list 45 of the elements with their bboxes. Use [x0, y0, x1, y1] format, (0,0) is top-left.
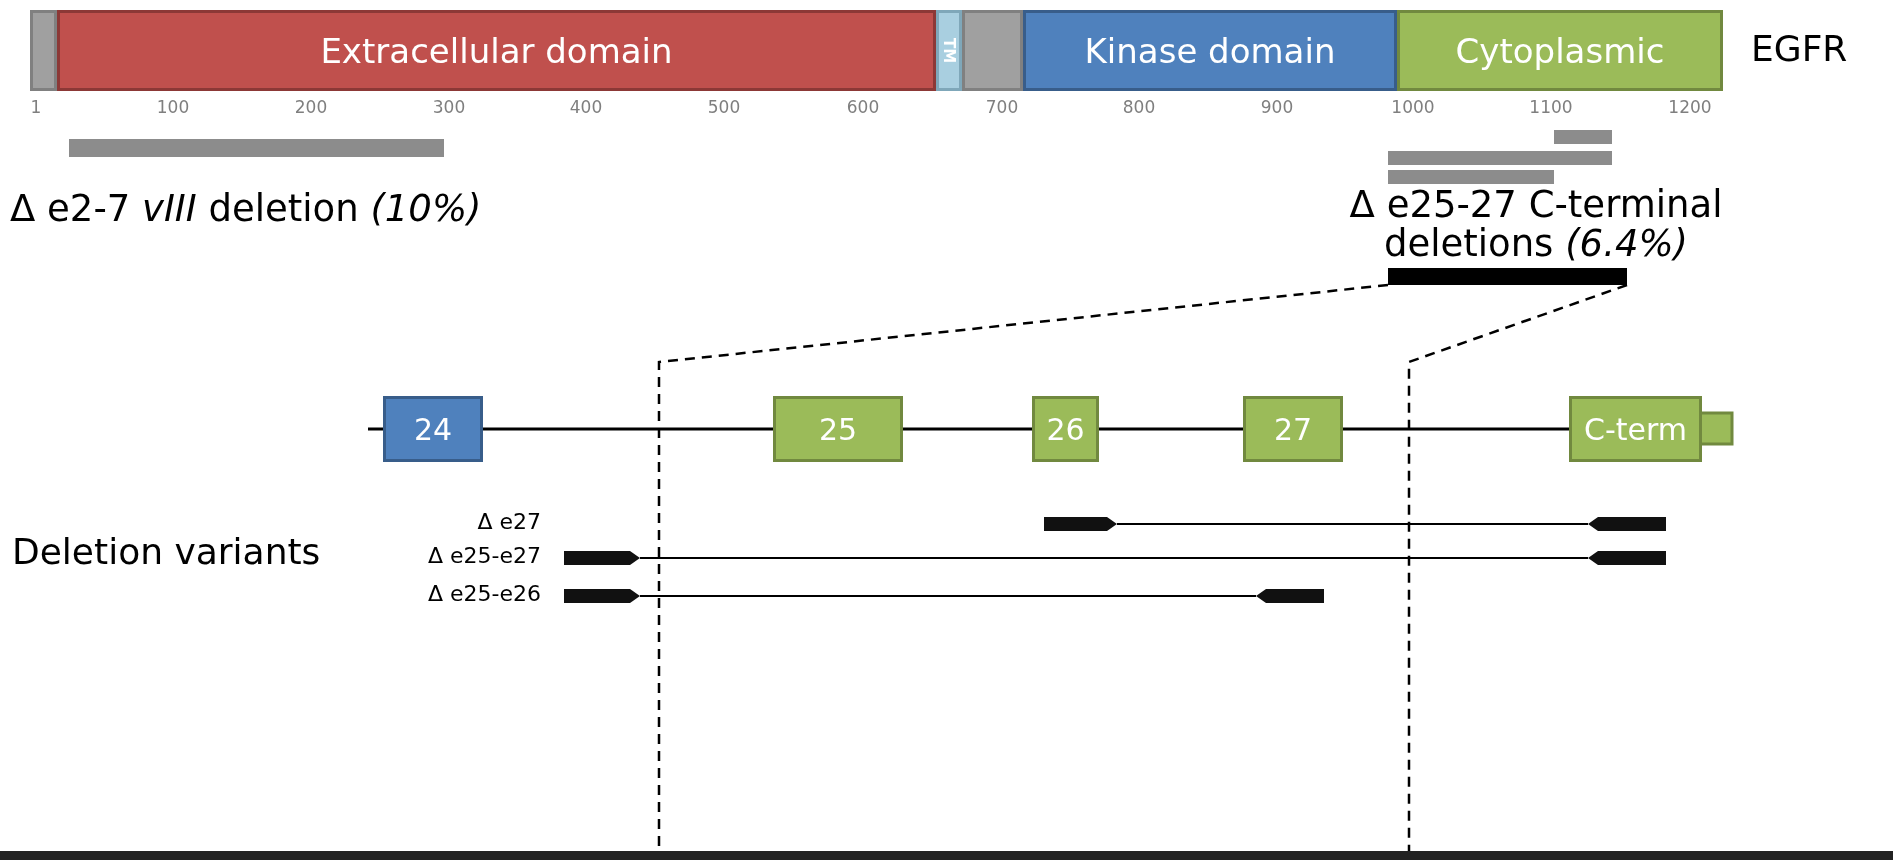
deletion-bar [1554, 130, 1612, 144]
tick-label: 1 [30, 99, 42, 117]
domain-box [936, 10, 962, 91]
protein-segment [962, 10, 1023, 91]
exon-box [1569, 396, 1702, 462]
exon-number: 27 [1273, 411, 1313, 447]
exon-box [1243, 396, 1343, 462]
exon-box [1032, 396, 1099, 462]
exon-box [773, 396, 903, 462]
variant-label: Δ e25-e27 [427, 544, 541, 568]
exon-box [383, 396, 483, 462]
domain-box [1397, 10, 1723, 91]
tick-label: 1200 [1668, 99, 1712, 117]
deletion-bar [1388, 151, 1612, 165]
tick-label: 200 [294, 99, 328, 117]
tick-label: 1000 [1391, 99, 1435, 117]
tick-label: 400 [569, 99, 603, 117]
exon-number: C-term [1584, 411, 1687, 447]
protein-name: EGFR [1751, 30, 1848, 68]
protein-segment [30, 10, 57, 91]
deletion-bar [69, 139, 444, 157]
exon-number: 24 [413, 411, 453, 447]
deletion-caption: Δ e25-27 C-terminal deletions (6.4%) [1348, 186, 1724, 264]
domain-box [57, 10, 936, 91]
tick-label: 900 [1260, 99, 1294, 117]
domain-name: Extracellular domain [320, 30, 673, 71]
tick-label: 700 [985, 99, 1019, 117]
domain-name: TM [940, 37, 958, 64]
tick-label: 500 [707, 99, 741, 117]
group-label: Deletion variants [12, 533, 321, 571]
variant-label: Δ e25-e26 [427, 582, 541, 606]
variant-label: Δ e27 [477, 510, 541, 534]
tick-label: 300 [432, 99, 466, 117]
exon-number: 26 [1046, 411, 1085, 447]
deletion-bar [1388, 170, 1554, 184]
tick-label: 800 [1122, 99, 1156, 117]
tick-label: 600 [846, 99, 880, 117]
tick-label: 100 [156, 99, 190, 117]
domain-name: Cytoplasmic [1455, 30, 1665, 71]
domain-box [1023, 10, 1397, 91]
exon-number: 25 [818, 411, 858, 447]
deletion-caption: Δ e2-7 vIII deletion (10%) [10, 190, 482, 229]
tick-label: 1100 [1529, 99, 1573, 117]
domain-name: Kinase domain [1084, 30, 1336, 71]
deletion-region-bar [1388, 268, 1627, 285]
